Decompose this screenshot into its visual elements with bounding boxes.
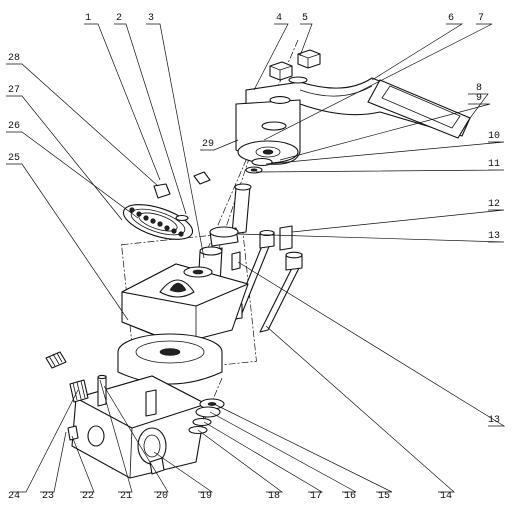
callout-12: 12 <box>488 199 500 210</box>
callout-8: 8 <box>476 83 482 94</box>
callout-10: 10 <box>488 131 500 142</box>
leader-lines <box>6 23 506 493</box>
callout-29: 29 <box>202 139 214 150</box>
pinion-parts <box>45 351 89 403</box>
callout-22: 22 <box>82 491 94 502</box>
bearing <box>122 171 211 240</box>
callout-28: 28 <box>8 53 20 64</box>
callout-3: 3 <box>148 13 154 24</box>
callout-13-lower: 13 <box>488 415 500 426</box>
top-nuts <box>269 49 321 104</box>
upper-housing <box>121 263 249 345</box>
callout-27: 27 <box>8 85 20 96</box>
callout-14: 14 <box>440 491 452 502</box>
callout-4: 4 <box>276 13 282 24</box>
callout-24: 24 <box>8 491 20 502</box>
callout-21: 21 <box>120 491 132 502</box>
callout-5: 5 <box>302 13 308 24</box>
callout-26: 26 <box>8 121 20 132</box>
side-washers <box>188 398 225 435</box>
callout-25: 25 <box>8 153 20 164</box>
callout-6: 6 <box>448 13 454 24</box>
callout-19: 19 <box>200 491 212 502</box>
callout-20: 20 <box>156 491 168 502</box>
callout-15: 15 <box>378 491 390 502</box>
callout-9: 9 <box>476 93 482 104</box>
callout-labels: 1 2 3 4 5 6 7 8 9 10 11 12 13 13 14 15 1… <box>8 13 500 502</box>
callout-1: 1 <box>85 13 91 24</box>
callout-7: 7 <box>478 13 484 24</box>
callout-13-upper: 13 <box>488 231 500 242</box>
callout-17: 17 <box>310 491 322 502</box>
callout-16: 16 <box>344 491 356 502</box>
callout-23: 23 <box>42 491 54 502</box>
bracket-arm <box>235 77 471 165</box>
gear-disc <box>117 333 223 385</box>
keys <box>231 225 293 271</box>
callout-11: 11 <box>488 159 500 170</box>
callout-2: 2 <box>116 13 122 24</box>
callout-18: 18 <box>268 491 280 502</box>
lower-housing <box>67 374 207 479</box>
